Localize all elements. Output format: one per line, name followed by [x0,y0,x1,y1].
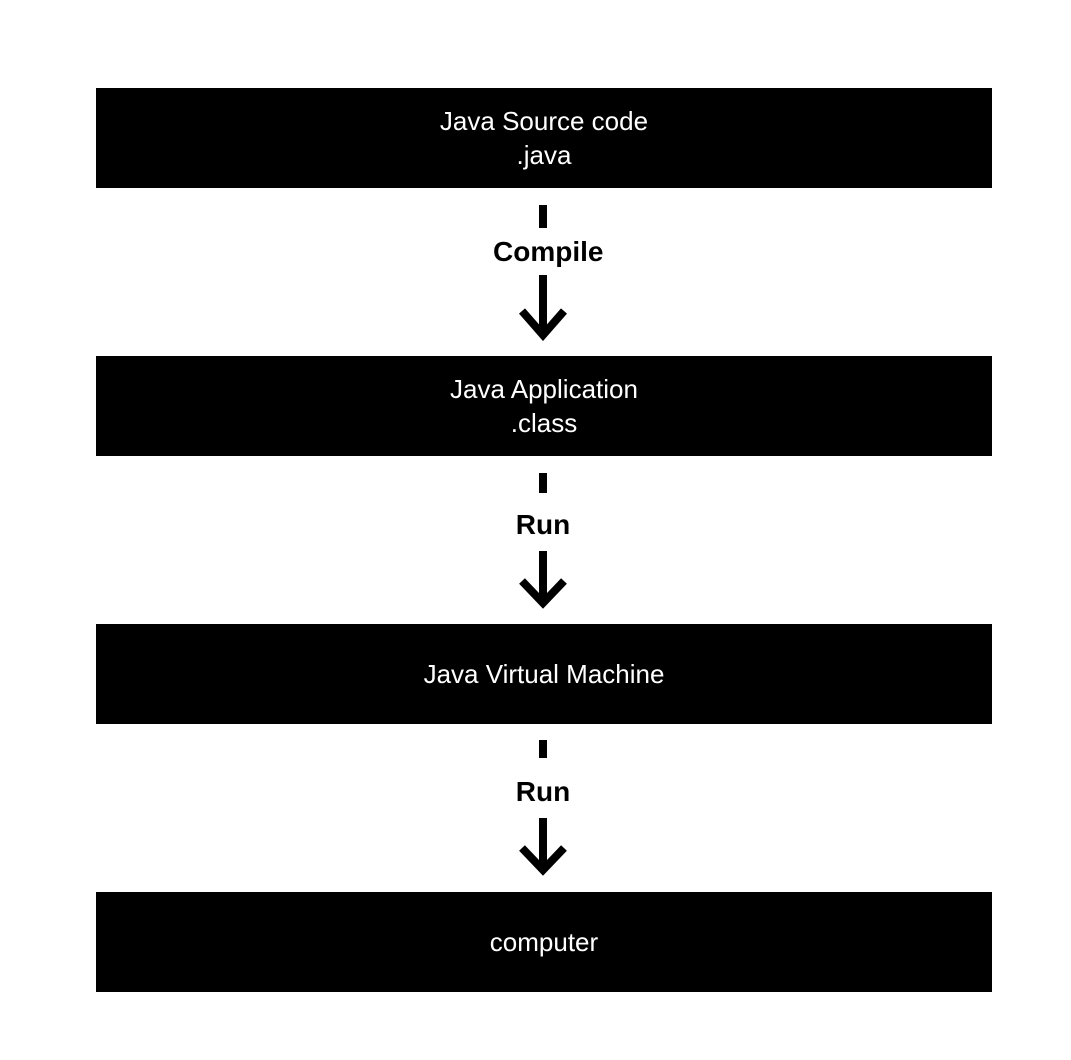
node-label: Java Application [450,374,638,404]
node-sublabel: .class [510,408,578,438]
edge-run-jvm: Run [493,473,593,609]
arrow-down-icon [519,551,567,609]
arrow-down-icon [519,275,567,341]
node-label: Java Virtual Machine [423,659,665,689]
node-java-application: Java Application .class [96,356,992,456]
node-label: Java Source code [439,106,649,136]
node-java-source-code: Java Source code .java [96,88,992,188]
edge-run-computer: Run [493,740,593,876]
edge-label: Run [515,776,571,807]
edge-label: Compile [493,236,604,267]
edge-dash [539,740,547,758]
edge-label: Run [515,509,571,540]
node-label: computer [489,927,599,957]
edge-dash [539,205,547,228]
node-computer: computer [96,892,992,992]
node-java-virtual-machine: Java Virtual Machine [96,624,992,724]
edge-dash [539,473,547,493]
arrow-down-icon [519,818,567,876]
node-sublabel: .java [516,140,572,170]
edge-compile: Compile [493,205,604,341]
